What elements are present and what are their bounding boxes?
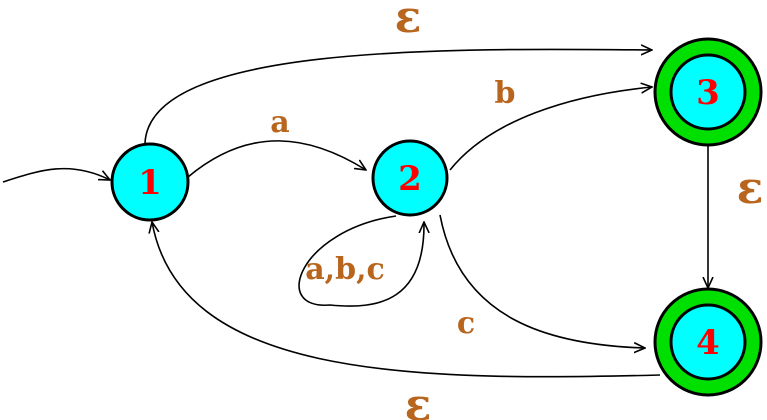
state-1: 1 xyxy=(110,142,190,222)
state-2: 2 xyxy=(371,139,449,217)
state-2-label: 2 xyxy=(398,159,422,199)
edge-label-a: a xyxy=(270,105,289,140)
state-4: 4 xyxy=(653,287,763,397)
edge-1-to-3 xyxy=(144,49,652,144)
edge-label-epsilon-1-3: ε xyxy=(395,0,422,43)
edge-label-epsilon-4-1: ε xyxy=(405,380,432,420)
state-4-label: 4 xyxy=(696,323,720,363)
edge-2-to-3 xyxy=(449,87,652,171)
state-1-label: 1 xyxy=(138,163,162,203)
edge-label-epsilon-3-4: ε xyxy=(737,163,764,214)
edge-2-to-4 xyxy=(439,214,645,348)
edge-label-c: c xyxy=(457,306,475,341)
edge-label-abc: a,b,c xyxy=(305,252,385,287)
edge-2-self-loop xyxy=(298,215,424,307)
edge-1-to-2 xyxy=(187,140,366,178)
edge-4-to-1 xyxy=(152,222,661,378)
start-arrow xyxy=(2,167,110,183)
state-3-label: 3 xyxy=(696,73,720,113)
state-3: 3 xyxy=(653,37,763,147)
edge-label-b: b xyxy=(495,76,516,111)
